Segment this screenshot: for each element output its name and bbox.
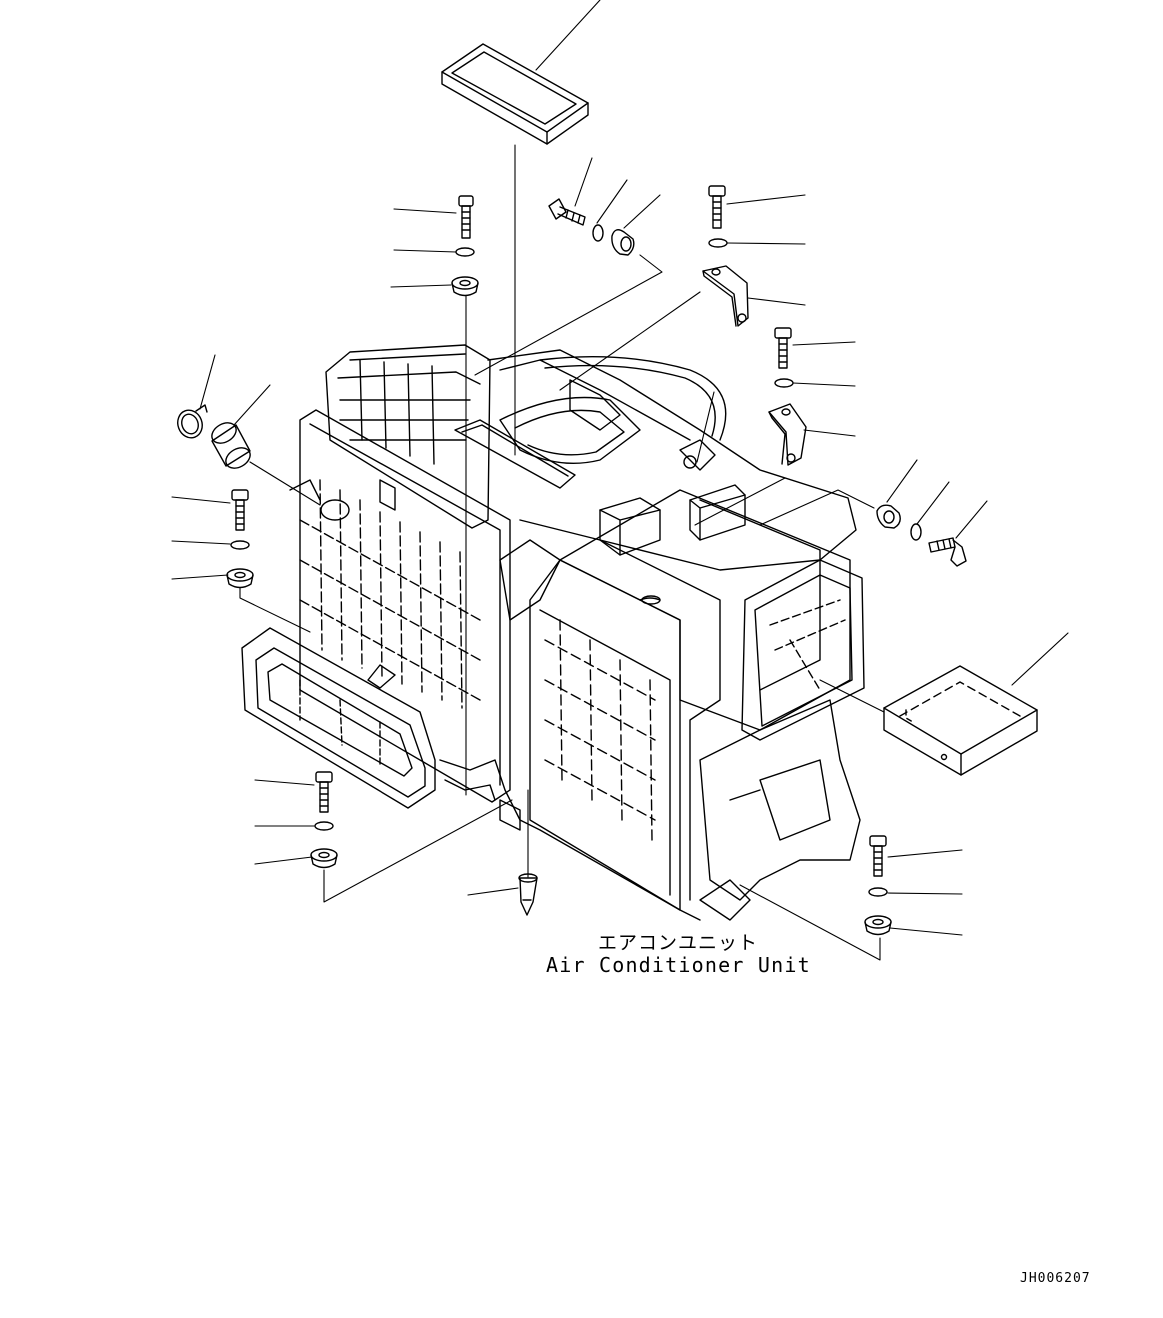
duct-gasket-top [442,44,588,144]
hose-clamp-left [174,405,207,441]
control-box [884,666,1037,775]
washer-right-2 [775,379,793,387]
washer-upper-left [456,248,474,256]
drain-hose-left [208,419,254,473]
bolt-upper-left [459,196,473,238]
bolt-left-low [316,772,332,812]
bracket-right-2 [769,404,806,465]
washer-angled-top [593,225,603,241]
drawing-code: JH006207 [1020,1271,1091,1286]
grommet-left-low [311,849,337,868]
washer-left-mid [231,541,249,549]
bolt-right-2 [775,328,791,368]
unit-caption-english: Air Conditioner Unit [546,953,811,977]
leader-lines [172,0,1068,960]
washer-right-low [869,888,887,896]
bolt-angled-top [549,199,585,225]
bolt-right-side [929,538,966,566]
grommet-right-low [865,916,891,935]
bolt-right-1 [709,186,725,228]
bolt-right-low [870,836,886,876]
grommet-upper-left [452,277,478,296]
grommet-left-mid [227,569,253,588]
bracket-right-1 [703,266,748,326]
bolt-left-mid [232,490,248,530]
air-conditioner-unit-body [242,345,864,920]
washer-right-side [911,524,921,540]
nut-right-side [877,505,900,528]
washer-left-low [315,822,333,830]
drain-valve [519,874,537,915]
nut-angled-top [612,230,634,255]
unit-caption-japanese: エアコンユニット [598,932,759,954]
washer-right-1 [709,239,727,247]
